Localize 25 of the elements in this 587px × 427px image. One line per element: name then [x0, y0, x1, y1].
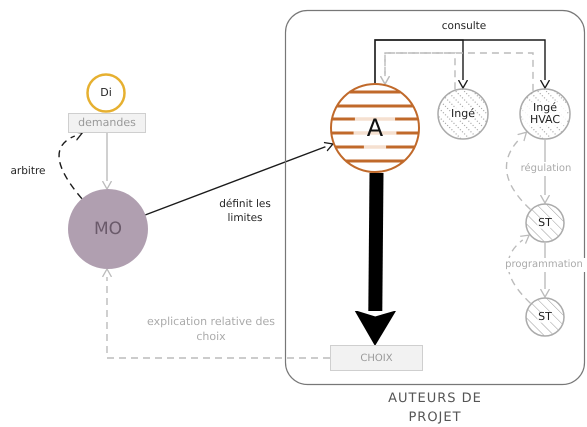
group-title: AUTEURS DE PROJET: [387, 390, 483, 427]
circle-node: [86, 73, 126, 113]
dashed-arrow: [506, 131, 531, 210]
node-label: Ingé HVAC: [523, 102, 567, 126]
label-box: [68, 113, 146, 133]
arrow: [374, 39, 550, 89]
arrow: [145, 142, 334, 216]
dotted-circle: [519, 88, 571, 140]
dashed-arrow: [507, 234, 531, 304]
dashed-arrow: [102, 268, 330, 359]
node-label: A: [366, 114, 384, 142]
node-label: demandes: [78, 116, 136, 130]
hatched-circle: [525, 203, 565, 243]
striped-circle: [330, 83, 420, 173]
node-label: MO: [94, 220, 122, 238]
node-label: Di: [100, 86, 112, 100]
dashed-arrow: [58, 131, 83, 200]
dotted-circle: [437, 88, 489, 140]
thick-arrow: [354, 172, 396, 346]
arrow: [102, 133, 112, 190]
circle-node: [68, 189, 148, 269]
hatched-circle: [525, 297, 565, 337]
label-box: [330, 345, 423, 371]
dashed-arrow: [380, 52, 534, 91]
node-label: CHOIX: [360, 352, 393, 364]
